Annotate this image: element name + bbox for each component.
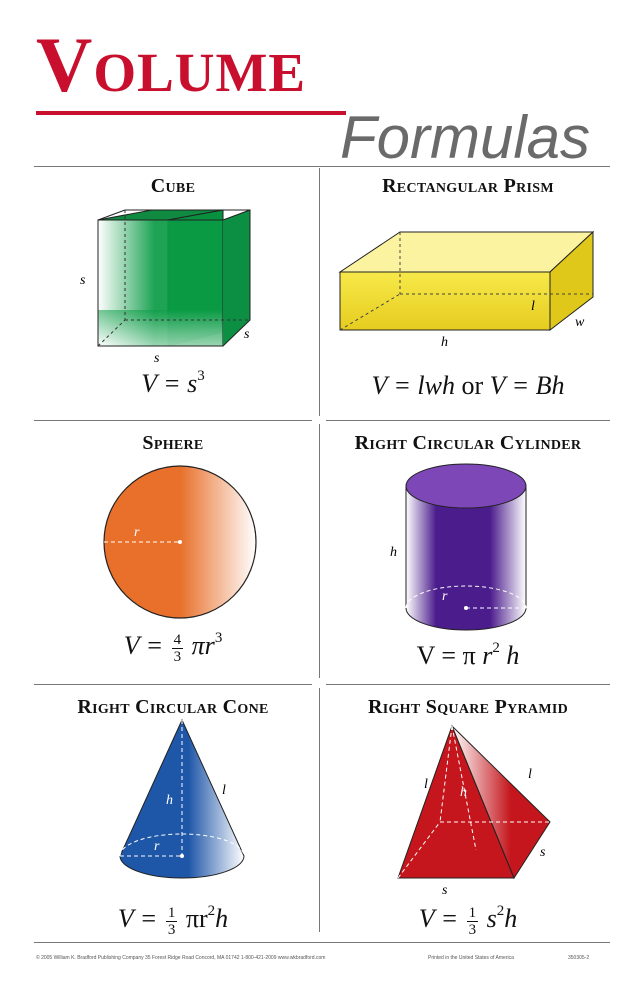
prism-label-h: h [441, 335, 448, 350]
footer-divider [34, 942, 610, 943]
cone-formula-exponent: 2 [207, 903, 216, 919]
cone-label-h: h [166, 793, 173, 808]
page-subtitle: Formulas [340, 104, 591, 171]
title-underline [36, 111, 346, 115]
pyramid-label-s-right: s [540, 845, 546, 860]
cylinder-formula: V = π r2 h [326, 640, 610, 671]
header-divider [34, 166, 610, 167]
rect-prism-formula-rhs: V = Bh [489, 371, 565, 400]
rect-prism-figure: l w h [338, 230, 595, 350]
sphere-title: Sphere [142, 432, 204, 454]
sphere-figure: r [103, 465, 257, 619]
cone-frac-den: 3 [167, 921, 176, 938]
cube-formula-exponent: 3 [197, 368, 205, 384]
rect-prism-formula-lhs: V = lwh [371, 371, 455, 400]
pyramid-formula-lhs: V = [418, 904, 459, 933]
cube-label-s-left: s [80, 273, 86, 288]
rect-prism-title: Rectangular Prism [382, 175, 554, 197]
pyramid-label-l-left: l [424, 777, 428, 792]
cone-label-r: r [154, 839, 160, 854]
cone-label-l: l [222, 783, 226, 798]
rect-prism-formula: V = lwh or V = Bh [326, 371, 610, 401]
cube-formula-lhs: V = s [141, 369, 198, 398]
pyramid-formula-exponent: 2 [496, 903, 505, 919]
cube-title: Cube [150, 175, 196, 197]
cube-label-s-right: s [244, 327, 250, 342]
row-divider [34, 420, 312, 421]
cone-formula-tail: h [215, 904, 229, 933]
prism-label-l: l [531, 299, 535, 314]
row-divider [326, 420, 610, 421]
pyramid-label-l-right: l [528, 767, 532, 782]
cube-figure: s s s [80, 209, 251, 366]
cone-figure: h l r [119, 718, 245, 879]
pyramid-figure: l h l s s [397, 724, 551, 898]
cylinder-formula-rest: h [506, 641, 520, 670]
column-divider [319, 688, 320, 932]
sphere-formula-exponent: 3 [214, 630, 223, 646]
cylinder-figure: h r [390, 463, 527, 631]
footer-printed: Printed in the United States of America [428, 955, 514, 961]
sphere-frac-den: 3 [173, 648, 182, 665]
pyramid-label-h: h [460, 785, 467, 800]
cone-title: Right Circular Cone [77, 696, 269, 718]
rect-prism-formula-or: or [461, 371, 484, 400]
cone-formula-rest: πr [185, 904, 208, 933]
cylinder-formula-lhs: V = π [416, 641, 476, 670]
cylinder-formula-r: r [482, 641, 493, 670]
sphere-label-r: r [134, 525, 140, 540]
page-title: Volume [36, 21, 307, 108]
cube-label-s-bottom: s [154, 351, 160, 366]
prism-label-w: w [575, 315, 585, 330]
pyramid-frac-num: 1 [466, 904, 479, 922]
row-divider [326, 684, 610, 685]
pyramid-label-s-bottom: s [442, 883, 448, 898]
cone-frac-num: 1 [165, 904, 178, 922]
sphere-frac-num: 4 [171, 631, 184, 649]
cylinder-label-r: r [442, 589, 448, 604]
row-divider [34, 684, 312, 685]
column-divider [319, 424, 320, 678]
cylinder-label-h: h [390, 545, 397, 560]
pyramid-formula-rest: s [486, 904, 497, 933]
sphere-formula-lhs: V = [123, 631, 164, 660]
column-divider [319, 168, 320, 416]
cylinder-formula-exponent: 2 [492, 640, 500, 656]
pyramid-title: Right Square Pyramid [367, 696, 568, 718]
cylinder-title: Right Circular Cylinder [354, 432, 582, 454]
pyramid-frac-den: 3 [468, 921, 477, 938]
cube-formula: V = s3 [34, 368, 312, 399]
cone-formula-lhs: V = [117, 904, 158, 933]
footer-code: 350305-2 [568, 955, 590, 961]
footer-publisher: © 2005 William K. Bradford Publishing Co… [36, 955, 326, 961]
sphere-formula-rest: πr [191, 631, 215, 660]
pyramid-formula-tail: h [504, 904, 518, 933]
